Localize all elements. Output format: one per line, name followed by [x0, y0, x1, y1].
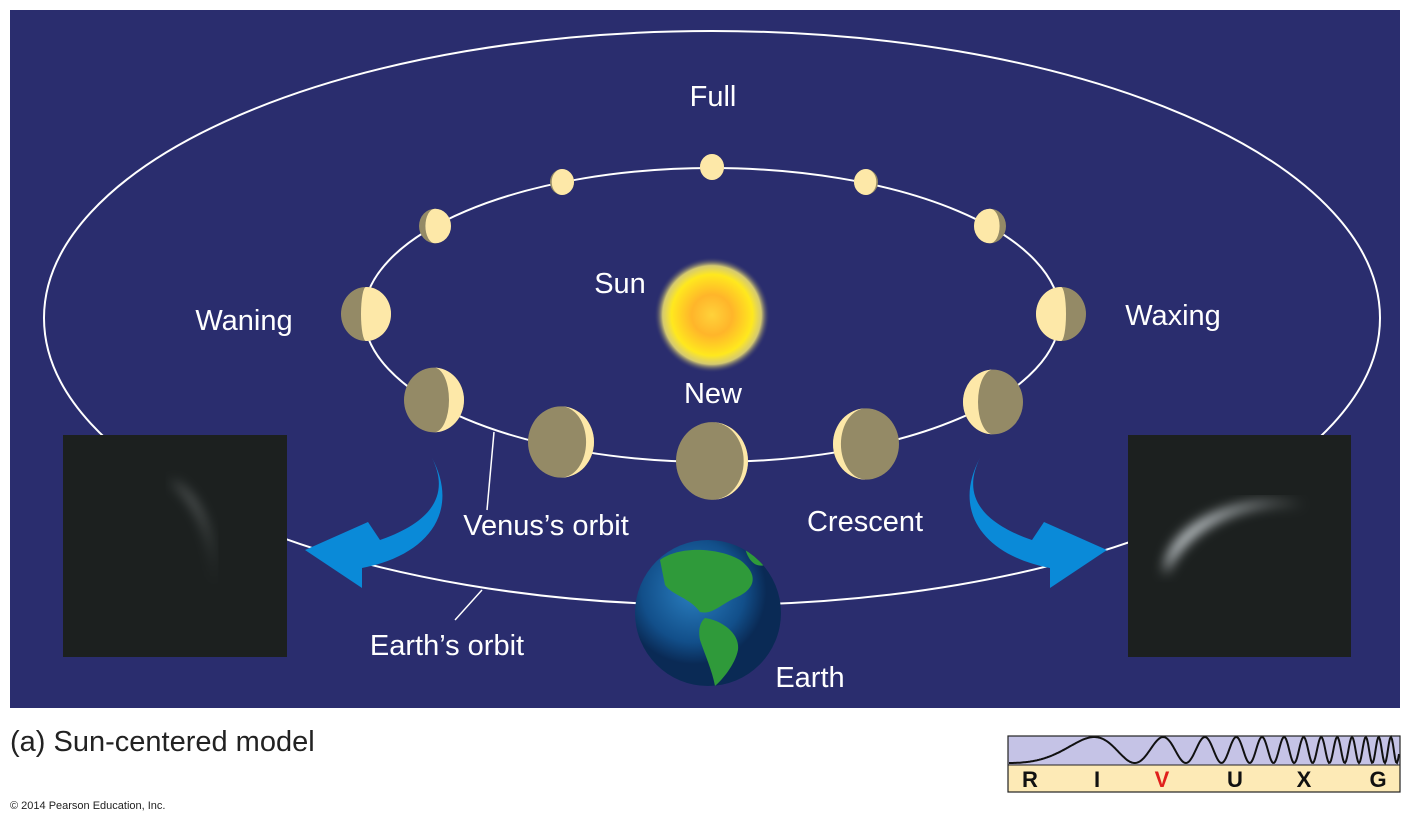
label-new: New — [684, 378, 743, 410]
venus-photo-waxing — [1128, 435, 1351, 657]
spectrum-band-r: R — [1022, 767, 1038, 792]
label-earth: Earth — [775, 662, 844, 694]
label-sun: Sun — [594, 268, 646, 300]
venus-phase — [854, 169, 878, 195]
sun — [654, 257, 770, 373]
arrow-waning-icon — [305, 458, 443, 588]
venus-phase — [550, 169, 574, 195]
spectrum-band-g: G — [1369, 767, 1386, 792]
label-waning: Waning — [195, 305, 292, 337]
spectrum-band-x: X — [1297, 767, 1312, 792]
venus-phase — [832, 408, 899, 480]
venus-phase — [974, 208, 1006, 244]
label-venus-orbit: Venus’s orbit — [463, 510, 629, 542]
label-full: Full — [690, 81, 737, 113]
arrow-waxing-icon — [969, 458, 1107, 588]
spectrum-band-u: U — [1227, 767, 1243, 792]
venus-phase — [404, 367, 464, 433]
spectrum-band-i: I — [1094, 767, 1100, 792]
copyright: © 2014 Pearson Education, Inc. — [10, 800, 166, 812]
earth — [635, 540, 781, 686]
venus-phase — [963, 369, 1023, 435]
venus-photo-waning — [63, 435, 287, 657]
label-waxing: Waxing — [1125, 300, 1221, 332]
figure-caption: (a) Sun-centered model — [10, 726, 315, 758]
venus-phase — [676, 422, 748, 500]
label-crescent: Crescent — [807, 506, 923, 538]
venus-phase — [341, 287, 391, 341]
venus-orbit-leader — [486, 431, 495, 511]
earth-orbit-leader — [454, 589, 483, 621]
spectrum-band-v: V — [1155, 767, 1170, 792]
venus-phase — [700, 154, 724, 180]
venus-phases — [341, 154, 1086, 500]
label-earth-orbit: Earth’s orbit — [370, 630, 524, 662]
venus-phase — [528, 406, 594, 478]
venus-phase — [419, 208, 451, 244]
venus-phase — [1036, 287, 1086, 341]
